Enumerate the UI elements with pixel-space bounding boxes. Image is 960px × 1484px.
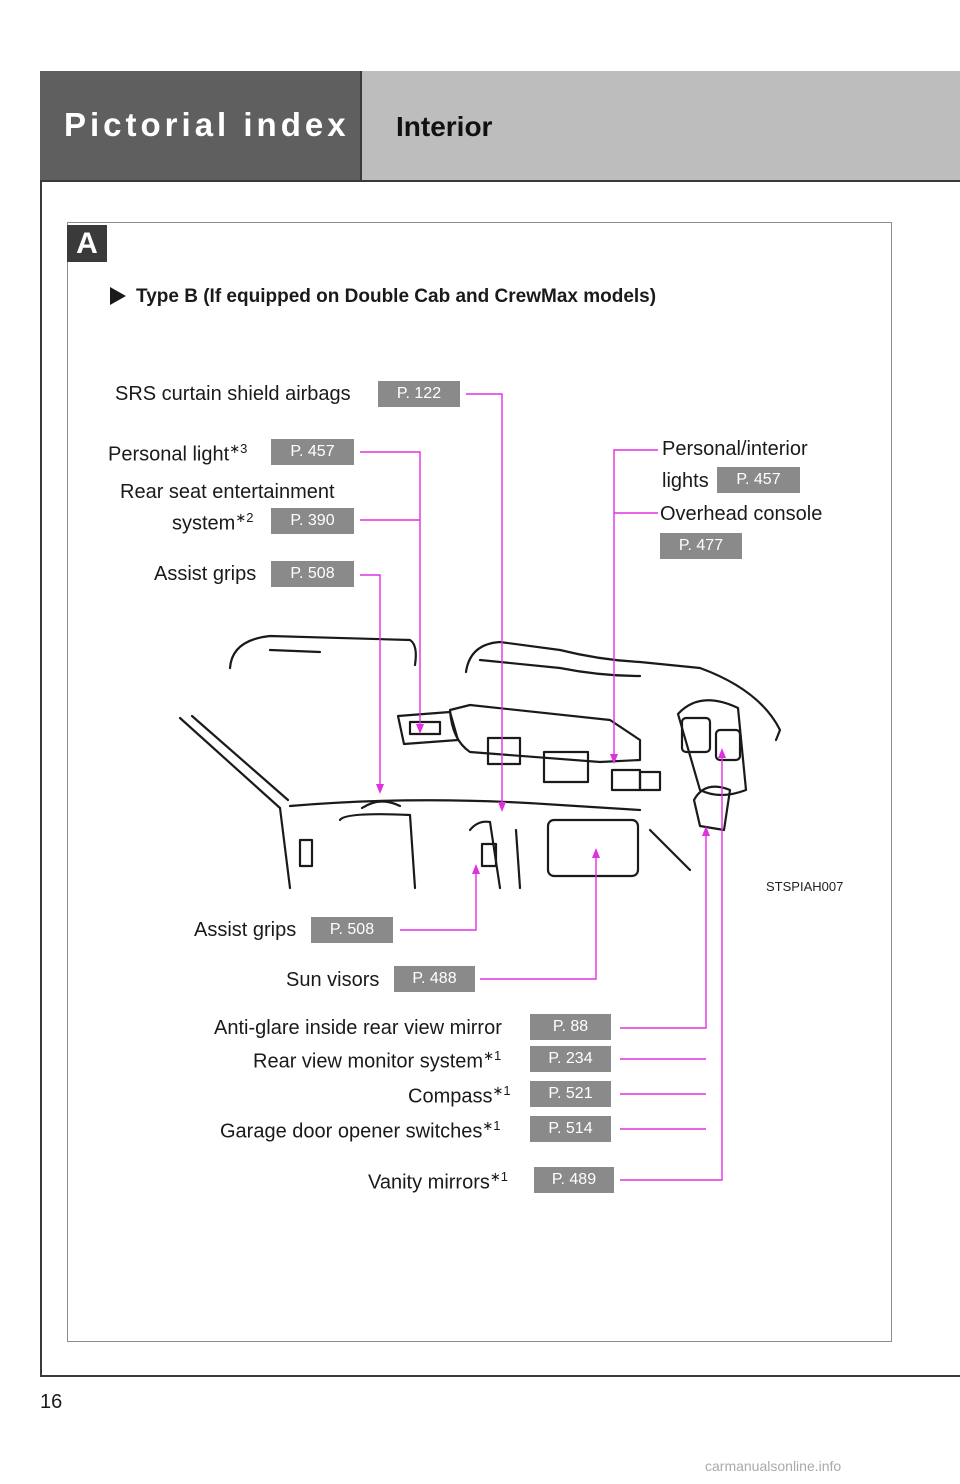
label-anti-glare: Anti-glare inside rear view mirror xyxy=(214,1017,502,1039)
rear-monitor-text: Rear view monitor system xyxy=(253,1050,484,1073)
page-ref-assist-grips-bottom[interactable]: P. 508 xyxy=(311,917,393,943)
label-garage-door: Garage door opener switches∗1 xyxy=(220,1118,501,1144)
label-vanity-mirrors: Vanity mirrors∗1 xyxy=(368,1169,508,1195)
page-ref-srs-airbags[interactable]: P. 122 xyxy=(378,381,460,407)
page-ref-overhead-console[interactable]: P. 477 xyxy=(660,533,742,559)
vanity-text: Vanity mirrors xyxy=(368,1171,490,1194)
console-slot-1 xyxy=(486,736,522,766)
arrowhead-assist-bottom xyxy=(472,864,480,874)
headliner xyxy=(288,799,642,812)
a-pillar-left-inner xyxy=(190,714,290,802)
label-rear-ent-line2: system∗2 xyxy=(172,510,253,536)
roof-edge-right xyxy=(464,640,782,742)
vanity-lens-1 xyxy=(680,716,712,754)
roof-edge-left xyxy=(228,634,417,670)
assist-grip-top xyxy=(360,800,402,810)
seat-buckle-2 xyxy=(480,842,498,868)
label-personal-interior-line1: Personal/interior xyxy=(662,438,808,460)
label-personal-interior-line2: lights xyxy=(662,470,709,492)
footnote-mark: ∗1 xyxy=(482,1118,501,1133)
footnote-mark: ∗1 xyxy=(483,1048,502,1063)
leader-vanity xyxy=(620,752,723,1181)
roof-edge-right-inner xyxy=(478,658,642,678)
garage-door-text: Garage door opener switches xyxy=(220,1120,483,1143)
page-ref-sun-visors[interactable]: P. 488 xyxy=(394,966,475,992)
arrowhead-vanity xyxy=(718,748,726,758)
personal-light-text: Personal light xyxy=(108,443,230,466)
windshield-edge xyxy=(648,828,692,872)
console-button-2 xyxy=(638,770,662,792)
seat-center xyxy=(468,820,502,890)
vanity-mirror xyxy=(676,699,748,797)
label-assist-grips-top: Assist grips xyxy=(154,563,257,585)
page-ref-garage-door[interactable]: P. 514 xyxy=(530,1116,611,1142)
leader-assist-top xyxy=(360,574,381,790)
page-title: Interior xyxy=(396,111,493,142)
label-rear-ent-line1: Rear seat entertainment xyxy=(120,481,335,503)
figure-subtitle: Type B (If equipped on Double Cab and Cr… xyxy=(110,286,656,308)
rear-view-mirror xyxy=(692,785,732,832)
leader-assist-bottom xyxy=(400,868,477,931)
page-ref-personal-interior[interactable]: P. 457 xyxy=(717,467,800,493)
label-sun-visors: Sun visors xyxy=(286,969,380,991)
subtitle-text: Type B (If equipped on Double Cab and Cr… xyxy=(136,286,657,307)
seat-buckle-1 xyxy=(298,838,314,868)
arrowhead-personal xyxy=(416,724,424,734)
footnote-mark: ∗2 xyxy=(235,510,254,525)
leader-sun-visor xyxy=(480,852,597,980)
overhead-console xyxy=(448,703,642,764)
leader-mirror-group xyxy=(620,830,707,1029)
label-srs-airbags: SRS curtain shield airbags xyxy=(115,383,351,405)
leader-personal-interior xyxy=(613,449,658,760)
arrowhead-visor xyxy=(592,848,600,858)
leader-srs xyxy=(466,393,503,808)
vanity-lens-2 xyxy=(714,728,742,762)
figure-id: STSPIAH007 xyxy=(766,879,844,894)
a-pillar-left xyxy=(178,716,292,890)
arrowhead-mirror xyxy=(702,826,710,836)
label-personal-light: Personal light∗3 xyxy=(108,441,247,467)
compass-text: Compass xyxy=(408,1085,493,1108)
variant-badge: A xyxy=(67,225,107,262)
arrowhead-interior xyxy=(610,754,618,764)
label-overhead-console: Overhead console xyxy=(660,503,823,525)
figure-panel xyxy=(67,222,892,1342)
roof-trim-left xyxy=(268,648,322,654)
page-ref-vanity-mirrors[interactable]: P. 489 xyxy=(534,1167,614,1193)
footnote-mark: ∗1 xyxy=(492,1083,511,1098)
seat-left xyxy=(338,813,417,890)
label-rear-monitor: Rear view monitor system∗1 xyxy=(253,1048,501,1074)
sun-visor xyxy=(546,818,640,878)
page-ref-anti-glare[interactable]: P. 88 xyxy=(530,1014,611,1040)
page-number: 16 xyxy=(40,1391,63,1413)
header-divider xyxy=(40,180,960,182)
page-ref-assist-grips-top[interactable]: P. 508 xyxy=(271,561,354,587)
leader-personal-light xyxy=(360,451,421,730)
rear-ent-text: system xyxy=(172,512,236,535)
footnote-mark: ∗1 xyxy=(489,1169,508,1184)
watermark: carmanualsonline.info xyxy=(705,1458,842,1474)
label-compass: Compass∗1 xyxy=(408,1083,511,1109)
page-ref-personal-light[interactable]: P. 457 xyxy=(271,439,354,465)
console-slot-2 xyxy=(542,750,590,784)
section-title: Pictorial index xyxy=(64,106,350,143)
arrowhead-srs xyxy=(498,802,506,812)
seat-right xyxy=(514,828,522,890)
personal-light-lens xyxy=(408,720,442,736)
label-assist-grips-bottom: Assist grips xyxy=(194,919,297,941)
personal-light xyxy=(396,710,460,746)
triangle-icon xyxy=(110,287,126,305)
arrowhead-assist-top xyxy=(376,784,384,794)
page-ref-compass[interactable]: P. 521 xyxy=(530,1081,611,1107)
page-ref-rear-monitor[interactable]: P. 234 xyxy=(530,1046,611,1072)
page-ref-rear-ent[interactable]: P. 390 xyxy=(271,508,354,534)
footnote-mark: ∗3 xyxy=(229,441,248,456)
page-header: Interior xyxy=(362,71,960,181)
section-tab: Pictorial index xyxy=(40,71,362,181)
